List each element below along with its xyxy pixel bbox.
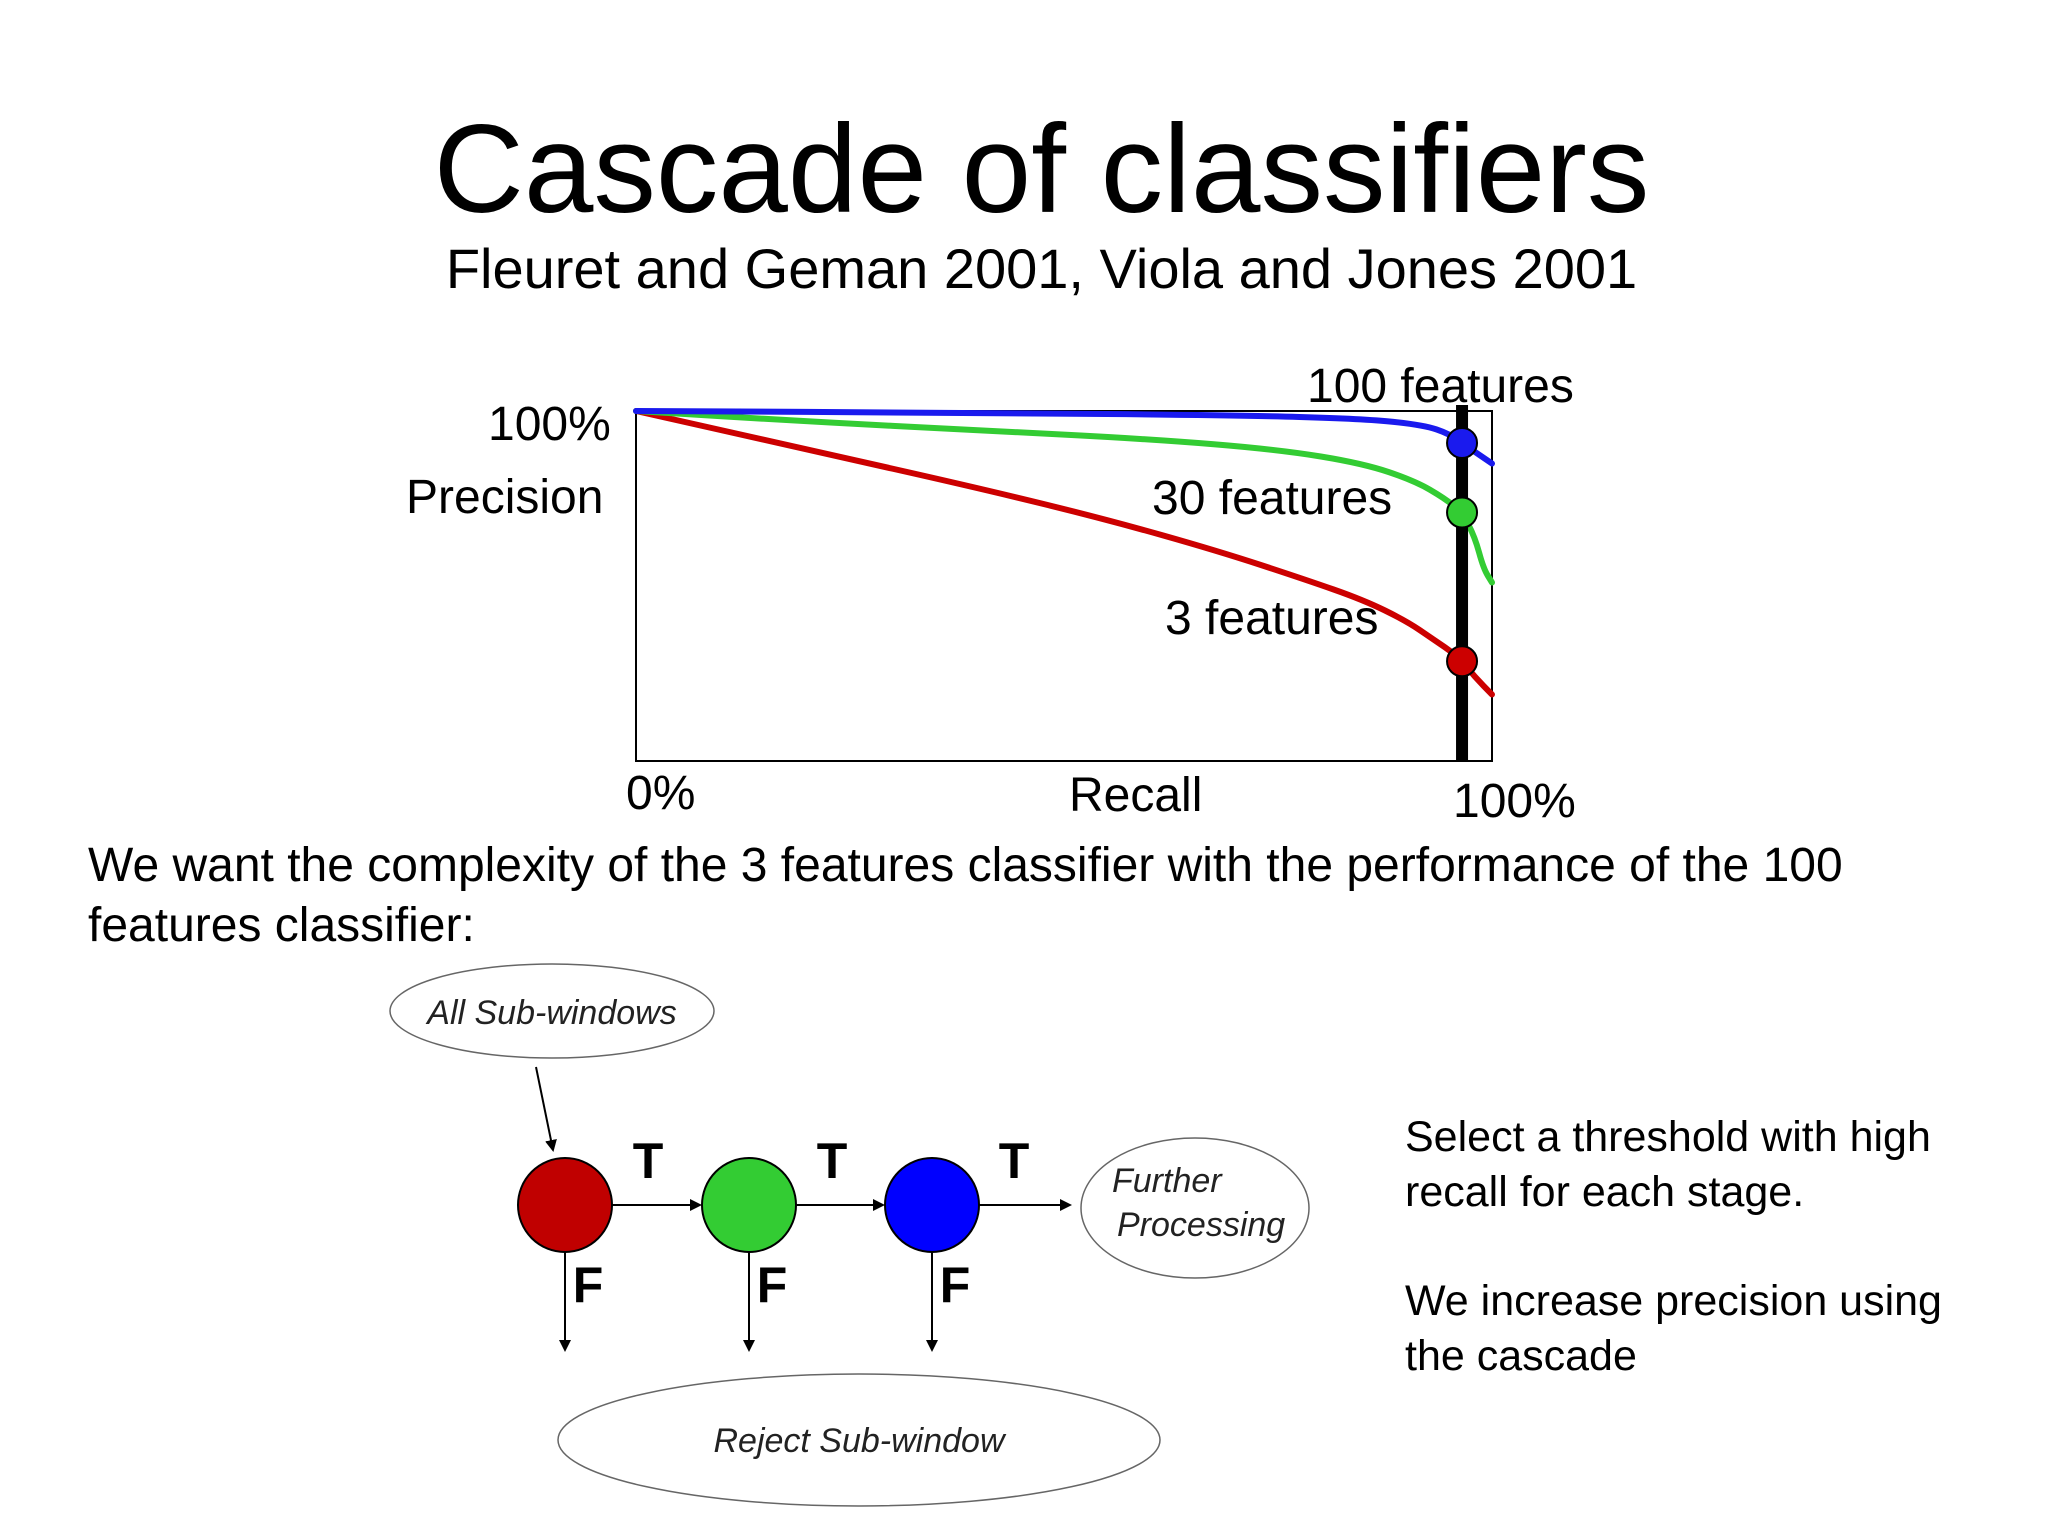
side-note-line: recall for each stage. (1405, 1168, 1805, 1216)
reject-node-label: Reject Sub-window (713, 1422, 1006, 1460)
x-left-tick-label: 0% (626, 767, 696, 820)
further-processing-label: Further (1112, 1162, 1223, 1200)
x-right-tick-label: 100% (1453, 775, 1576, 828)
start-node (389, 963, 715, 1059)
x-axis-label: Recall (1069, 769, 1203, 822)
side-note-line: Select a threshold with high (1405, 1113, 1931, 1161)
further-processing-label-line2: Processing (1117, 1206, 1285, 1244)
reject-node (557, 1373, 1161, 1507)
curve-label-3: 3 features (1165, 592, 1378, 645)
plot-curves (633, 408, 1495, 698)
y-top-tick-label: 100% (488, 398, 611, 451)
body-paragraph: We want the complexity of the 3 features… (88, 839, 1843, 952)
true-label-3: T (999, 1133, 1030, 1189)
false-label-3: F (940, 1257, 971, 1313)
side-note-line: We increase precision using (1405, 1277, 1942, 1325)
slide-title: Cascade of classifiers (433, 100, 1650, 239)
side-note-threshold: Select a threshold with high recall for … (1405, 1110, 2025, 1220)
y-axis-label: Precision (406, 471, 604, 524)
curve-label-1: 100 features (1307, 360, 1574, 413)
further-processing-node (1080, 1137, 1310, 1279)
slide-subtitle: Fleuret and Geman 2001, Viola and Jones … (445, 237, 1638, 300)
start-arrow (535, 1066, 557, 1152)
stage-2-node (701, 1157, 797, 1253)
false-label-1: F (573, 1257, 604, 1313)
stage-3-node (884, 1157, 980, 1253)
curve-labels: 100 features 30 features 3 features (1152, 360, 1574, 645)
cascade-diagram: All Sub-windows T T T F F F Further Proc… (389, 963, 1310, 1507)
side-note-precision: We increase precision using the cascade (1405, 1274, 2025, 1384)
start-node-label: All Sub-windows (425, 994, 676, 1032)
threshold-marker-1 (1446, 426, 1479, 459)
true-label-1: T (633, 1133, 664, 1189)
threshold-marker-2 (1446, 496, 1479, 529)
threshold-marker-3 (1446, 645, 1479, 678)
series-line-3 (633, 408, 1495, 698)
true-label-2: T (817, 1133, 848, 1189)
side-note-line: the cascade (1405, 1332, 1637, 1380)
false-label-2: F (757, 1257, 788, 1313)
threshold-markers (1446, 426, 1479, 678)
curve-label-2: 30 features (1152, 472, 1392, 525)
precision-recall-plot: 100 features 30 features 3 features (633, 360, 1574, 762)
stage-1-node (517, 1157, 613, 1253)
